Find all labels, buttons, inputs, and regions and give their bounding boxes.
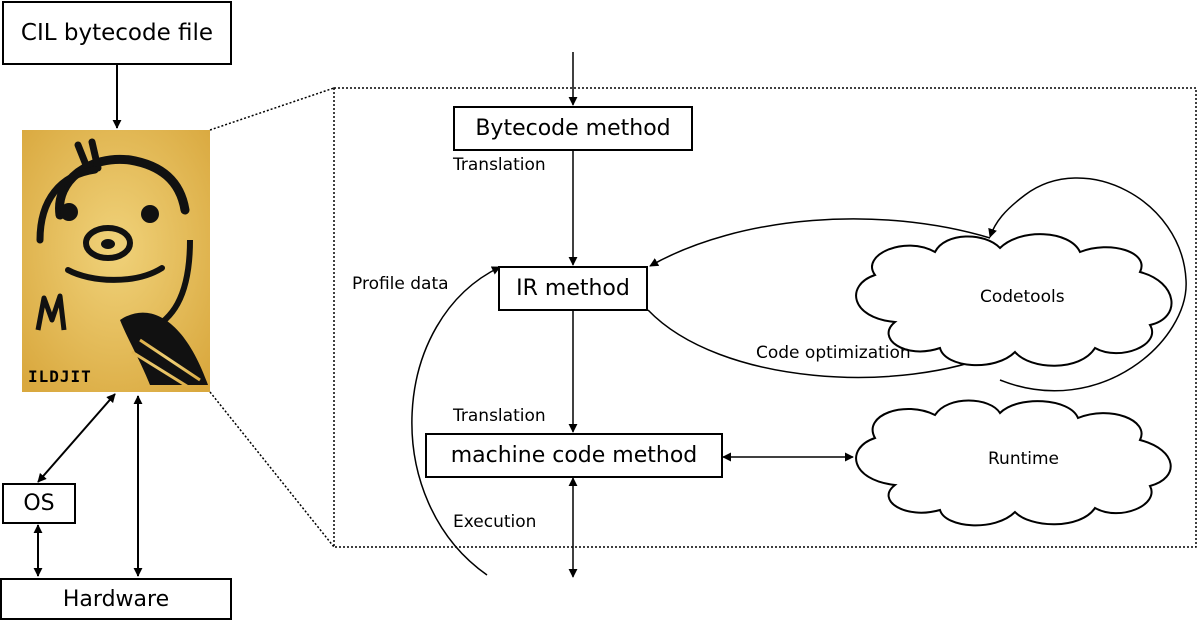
arrow-profile-data [411, 266, 501, 576]
runtime-label: Runtime [988, 449, 1060, 469]
hardware-label: Hardware [62, 586, 170, 612]
bytecode-method-label: Bytecode method [475, 116, 671, 141]
os-box: OS [2, 483, 76, 524]
translation-label-bottom: Translation [453, 406, 546, 426]
runtime-cloud [855, 399, 1172, 527]
codetools-cloud [855, 233, 1173, 367]
zoom-line-top [209, 87, 335, 131]
codetools-loop [988, 177, 1187, 392]
zoom-region-frame [333, 87, 1197, 548]
ildjit-logo [22, 130, 210, 392]
ir-method-label: IR method [516, 276, 630, 301]
codetools-label: Codetools [980, 287, 1065, 307]
machine-code-method-box: machine code method [425, 433, 723, 478]
code-optimization-label: Code optimization [756, 343, 911, 363]
hardware-box: Hardware [0, 578, 232, 620]
machine-code-method-label: machine code method [450, 443, 698, 468]
arrow-codetools-ir [649, 218, 991, 267]
os-label: OS [23, 491, 55, 516]
arrow-code-optimization [647, 309, 1001, 379]
zoom-line-bottom [209, 391, 335, 548]
logo-text: ILDJIT [28, 367, 92, 386]
profile-data-label: Profile data [352, 274, 449, 294]
execution-label: Execution [453, 512, 537, 532]
translation-label-top: Translation [453, 155, 546, 175]
cil-bytecode-file-label: CIL bytecode file [20, 20, 214, 46]
ir-method-box: IR method [498, 266, 648, 311]
arrow-logo-os [37, 393, 116, 483]
cil-bytecode-file-box: CIL bytecode file [2, 1, 232, 65]
bytecode-method-box: Bytecode method [453, 106, 693, 151]
